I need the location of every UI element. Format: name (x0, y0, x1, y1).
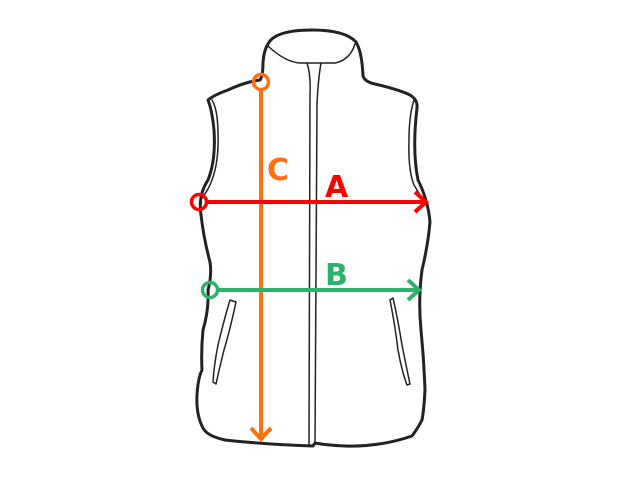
measurement-a-start-marker (189, 192, 209, 212)
measurement-a: A (189, 170, 429, 214)
measurement-b-label: B (325, 258, 348, 293)
measurement-c-start-marker (251, 72, 271, 92)
vest-outline (195, 28, 432, 448)
measurement-c-arrow-icon (249, 426, 273, 442)
measurement-c: C (249, 72, 289, 442)
measurement-c-label: C (267, 153, 289, 188)
measurement-b-start-marker (200, 280, 220, 300)
measurement-a-arrow-icon (413, 190, 429, 214)
measurement-b: B (200, 258, 422, 302)
measurement-b-arrow-icon (406, 278, 422, 302)
measurement-a-label: A (325, 170, 349, 205)
